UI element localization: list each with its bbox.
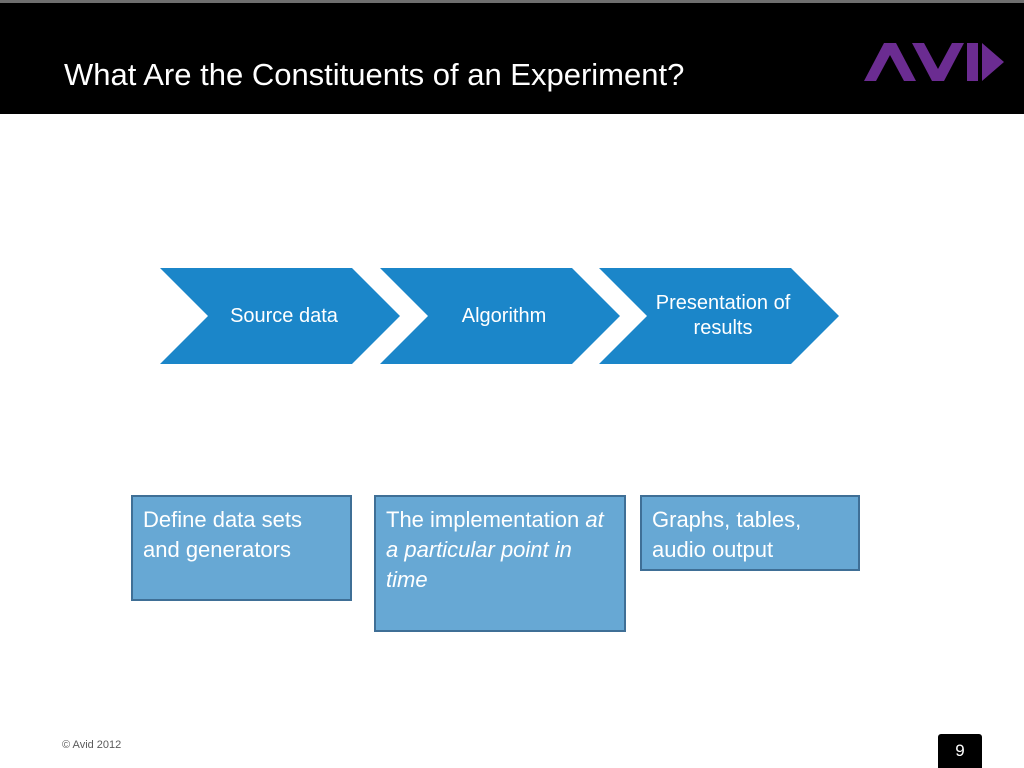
avid-logo-icon [864, 43, 1004, 81]
process-step-label: Source data [230, 304, 338, 327]
process-step-algorithm: Algorithm [380, 268, 620, 364]
process-step-label: Presentation of results [655, 292, 791, 339]
page-number: 9 [938, 734, 982, 768]
description-box-source-data: Define data sets and generators [131, 495, 352, 601]
description-box-algorithm: The implementation at a particular point… [374, 495, 626, 632]
slide-header: What Are the Constituents of an Experime… [0, 0, 1024, 114]
copyright-footer: © Avid 2012 [62, 739, 122, 751]
process-step-source-data: Source data [160, 268, 400, 364]
process-step-label: Algorithm [461, 304, 547, 327]
description-text-italic: at a particular point in time [386, 507, 604, 592]
description-text: Graphs, tables, audio output [652, 507, 802, 562]
process-step-presentation: Presentation of results [599, 268, 839, 364]
description-text: The implementation [386, 507, 580, 532]
description-box-presentation: Graphs, tables, audio output [640, 495, 860, 571]
description-text: Define data sets and generators [143, 507, 302, 562]
slide-title: What Are the Constituents of an Experime… [64, 57, 685, 92]
